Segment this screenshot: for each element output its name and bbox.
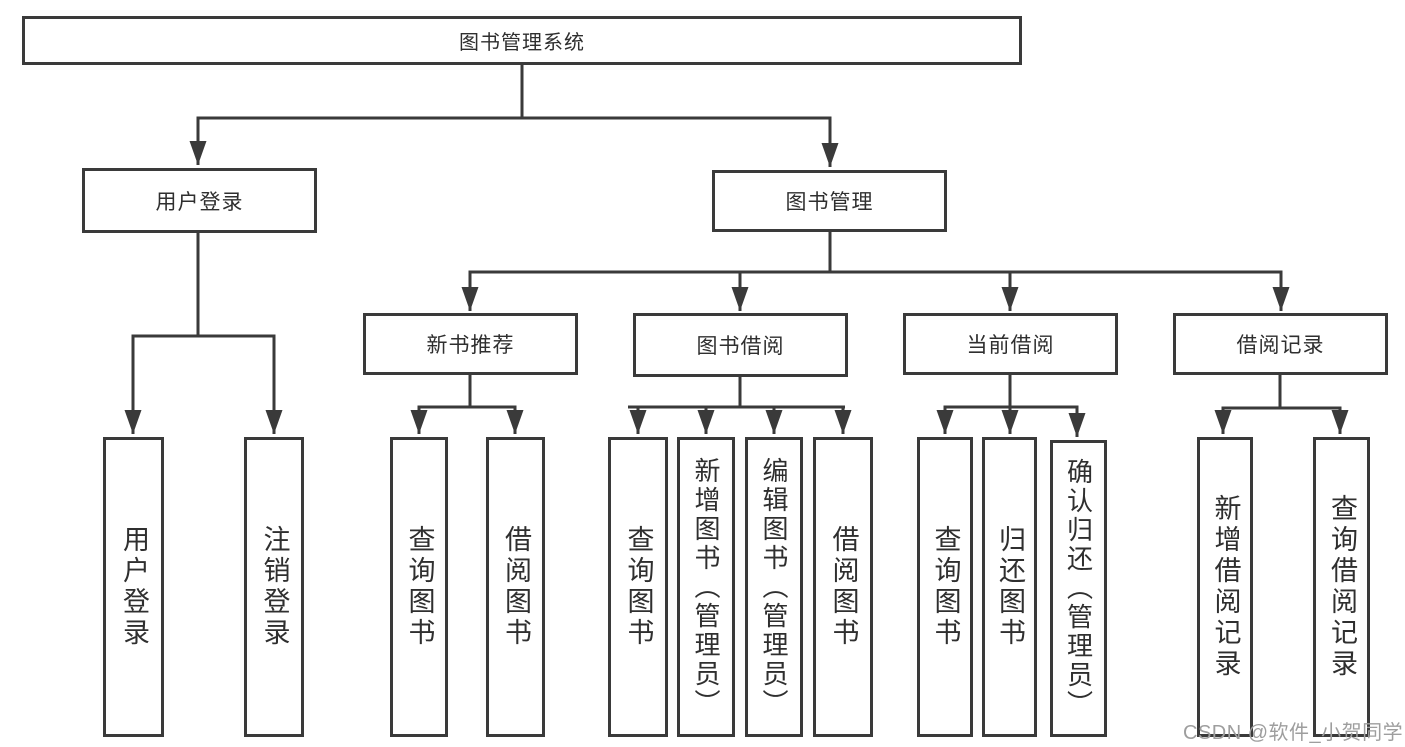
leaf-add-borrow-record: 新增借阅记录 [1197, 437, 1253, 737]
node-user-login: 用户登录 [82, 168, 317, 233]
leaf-edit-book-admin-label: 编辑图书（管理员） [759, 456, 789, 718]
leaf-borrow-books-label: 借阅图书 [828, 525, 859, 649]
leaf-return-book-label: 归还图书 [995, 525, 1025, 649]
node-current-borrow: 当前借阅 [903, 313, 1118, 375]
leaf-borrow-books: 借阅图书 [813, 437, 873, 737]
leaf-query-books-borrow-label: 查询图书 [623, 525, 654, 649]
leaf-logout-label: 注销登录 [259, 525, 290, 649]
node-book-borrow: 图书借阅 [633, 313, 848, 377]
leaf-add-borrow-record-label: 新增借阅记录 [1210, 494, 1241, 680]
leaf-add-book-admin: 新增图书（管理员） [677, 437, 735, 737]
leaf-logout: 注销登录 [244, 437, 304, 737]
connector-group [124, 65, 1349, 437]
node-root: 图书管理系统 [22, 16, 1022, 65]
leaf-query-books-borrow: 查询图书 [608, 437, 668, 737]
node-user-login-label: 用户登录 [155, 190, 244, 214]
node-current-borrow-label: 当前借阅 [966, 334, 1055, 357]
leaf-query-books-recommend-label: 查询图书 [404, 525, 435, 649]
leaf-user-login-label: 用户登录 [119, 525, 149, 649]
leaf-confirm-return-admin: 确认归还（管理员） [1050, 440, 1107, 737]
node-borrow-records: 借阅记录 [1173, 313, 1388, 375]
leaf-query-borrow-record: 查询借阅记录 [1313, 437, 1370, 737]
leaf-add-book-admin-label: 新增图书（管理员） [691, 456, 721, 718]
node-borrow-records-label: 借阅记录 [1236, 334, 1325, 357]
leaf-borrow-books-recommend: 借阅图书 [486, 437, 545, 737]
leaf-return-book: 归还图书 [982, 437, 1037, 737]
leaf-borrow-books-recommend-label: 借阅图书 [501, 525, 531, 649]
leaf-confirm-return-admin-label: 确认归还（管理员） [1063, 458, 1094, 719]
watermark: CSDN @软件_小贺同学 [1183, 722, 1404, 744]
node-new-book-recommend-label: 新书推荐 [426, 334, 515, 357]
leaf-query-books-current-label: 查询图书 [930, 525, 961, 649]
leaf-user-login: 用户登录 [103, 437, 164, 737]
node-book-borrow-label: 图书借阅 [696, 335, 785, 358]
leaf-query-books-current: 查询图书 [917, 437, 973, 737]
leaf-query-borrow-record-label: 查询借阅记录 [1327, 494, 1357, 680]
node-new-book-recommend: 新书推荐 [363, 313, 578, 375]
node-root-label: 图书管理系统 [459, 32, 585, 54]
leaf-query-books-recommend: 查询图书 [390, 437, 448, 737]
leaf-edit-book-admin: 编辑图书（管理员） [745, 437, 803, 737]
node-book-management: 图书管理 [712, 170, 947, 232]
node-book-management-label: 图书管理 [785, 191, 874, 214]
